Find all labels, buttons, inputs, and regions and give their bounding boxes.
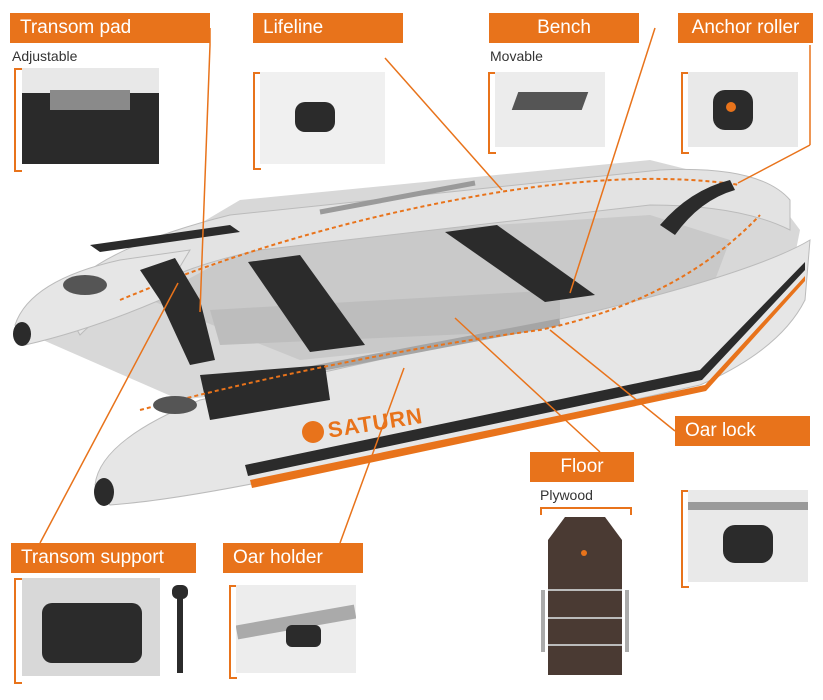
- label-floor-sub: Plywood: [540, 487, 593, 503]
- bench-photo: [495, 72, 605, 147]
- transom-support-part-photo: [168, 585, 192, 675]
- transom-support-photo: [22, 578, 160, 676]
- label-oar-lock: Oar lock: [675, 416, 810, 446]
- transom-pad-photo: [22, 68, 159, 164]
- bracket: [540, 507, 632, 515]
- bracket: [681, 490, 689, 588]
- label-floor: Floor: [530, 452, 634, 482]
- bracket: [229, 585, 237, 679]
- lifeline-photo: [260, 72, 385, 164]
- bracket: [253, 72, 261, 170]
- bracket: [14, 578, 22, 684]
- label-bench-sub: Movable: [490, 48, 543, 64]
- label-transom-pad: Transom pad: [10, 13, 210, 43]
- oar-holder-photo: [236, 585, 356, 673]
- label-bench: Bench: [489, 13, 639, 43]
- label-lifeline: Lifeline: [253, 13, 403, 43]
- label-transom-pad-sub: Adjustable: [12, 48, 78, 64]
- bracket: [14, 68, 22, 172]
- bracket: [681, 72, 689, 154]
- label-anchor-roller: Anchor roller: [678, 13, 813, 43]
- label-oar-holder: Oar holder: [223, 543, 363, 573]
- oar-lock-photo: [688, 490, 808, 582]
- anchor-roller-photo: [688, 72, 798, 147]
- label-transom-support: Transom support: [11, 543, 196, 573]
- bracket: [488, 72, 496, 154]
